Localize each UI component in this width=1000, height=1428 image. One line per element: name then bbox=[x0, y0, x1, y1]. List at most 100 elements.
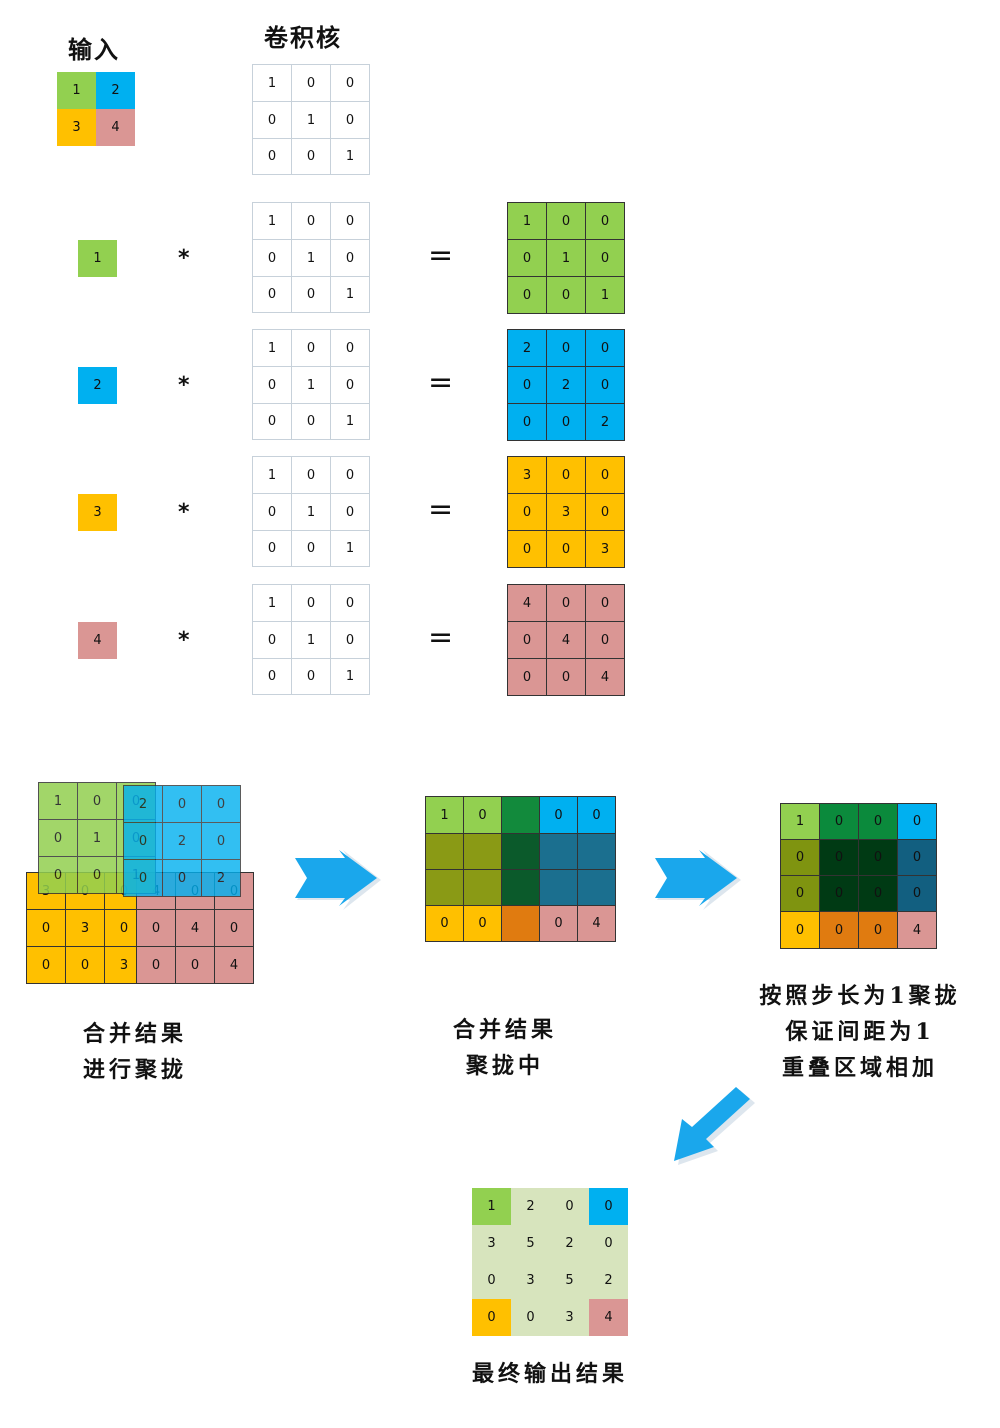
stage1-cell: 0 bbox=[176, 947, 215, 984]
result-cell: 3 bbox=[508, 457, 547, 494]
stage2-cell bbox=[540, 834, 578, 870]
stage3-cell: 0 bbox=[820, 912, 859, 949]
result-cell: 0 bbox=[508, 531, 547, 568]
stage3-cell: 0 bbox=[898, 876, 937, 912]
stage1-cell: 0 bbox=[163, 786, 202, 823]
caption-merge: 合并结果 进行聚拢 bbox=[60, 1016, 210, 1088]
kernel-cell: 0 bbox=[331, 622, 370, 659]
result-cell: 3 bbox=[547, 494, 586, 531]
stage2-cell bbox=[578, 834, 616, 870]
caption-line: 重叠区域相加 bbox=[781, 1055, 938, 1081]
stage3-cell: 1 bbox=[781, 804, 820, 840]
stage2-cell bbox=[464, 870, 502, 906]
final-cell: 4 bbox=[589, 1299, 628, 1336]
stage1-cell: 0 bbox=[39, 820, 78, 857]
stage1-cell: 0 bbox=[202, 823, 241, 860]
stage2-cell bbox=[502, 906, 540, 942]
result-cell: 1 bbox=[508, 203, 547, 240]
result-cell: 0 bbox=[586, 367, 625, 404]
kernel-cell: 1 bbox=[331, 139, 370, 175]
kernel-cell: 0 bbox=[292, 330, 331, 367]
stage2-cell bbox=[502, 834, 540, 870]
result-cell: 0 bbox=[508, 622, 547, 659]
stage1-cell: 0 bbox=[39, 857, 78, 894]
result-cell: 4 bbox=[586, 659, 625, 696]
final-cell: 3 bbox=[487, 1236, 496, 1251]
final-cell: 0 bbox=[487, 1273, 496, 1288]
caption-line: 保证间距为1 bbox=[785, 1019, 935, 1045]
kernel-cell: 1 bbox=[292, 622, 331, 659]
kernel-cell: 0 bbox=[253, 404, 292, 440]
kernel-cell: 0 bbox=[253, 367, 292, 404]
kernel-cell: 1 bbox=[253, 585, 292, 622]
input-cell: 4 bbox=[96, 109, 135, 146]
stage3-cell: 0 bbox=[781, 912, 820, 949]
stage2-cell bbox=[464, 834, 502, 870]
stage1-cell: 0 bbox=[215, 910, 254, 947]
kernel-cell: 0 bbox=[292, 277, 331, 313]
equals-operator: = bbox=[428, 238, 454, 273]
kernel-cell: 1 bbox=[331, 404, 370, 440]
caption-stride: 按照步长为1聚拢 保证间距为1 重叠区域相加 bbox=[740, 978, 980, 1086]
result-cell: 0 bbox=[586, 457, 625, 494]
stage3-cell: 0 bbox=[898, 840, 937, 876]
stage1-cell: 0 bbox=[78, 783, 117, 820]
final-cell: 0 bbox=[604, 1236, 613, 1251]
equals-operator: = bbox=[428, 620, 454, 655]
kernel-cell: 1 bbox=[253, 65, 292, 102]
result-cell: 0 bbox=[508, 659, 547, 696]
kernel-cell: 0 bbox=[331, 457, 370, 494]
result-cell: 0 bbox=[586, 330, 625, 367]
kernel-cell: 0 bbox=[331, 330, 370, 367]
stage2-cell bbox=[426, 870, 464, 906]
result-cell: 0 bbox=[547, 585, 586, 622]
kernel-cell: 1 bbox=[331, 659, 370, 695]
arrow-right-icon bbox=[295, 850, 381, 910]
caption-line: 合并结果 bbox=[82, 1021, 187, 1047]
stage1-cell: 2 bbox=[163, 823, 202, 860]
kernel-title: 卷积核 bbox=[264, 23, 342, 52]
result-cell: 2 bbox=[547, 367, 586, 404]
stage3-cell: 0 bbox=[820, 840, 859, 876]
kernel-cell: 0 bbox=[331, 240, 370, 277]
final-cell: 2 bbox=[526, 1199, 535, 1214]
result-cell: 0 bbox=[547, 659, 586, 696]
stage2-cell: 0 bbox=[464, 797, 502, 834]
stage2-cell bbox=[502, 797, 540, 834]
stage2-cell: 0 bbox=[578, 797, 616, 834]
kernel-cell: 1 bbox=[292, 367, 331, 404]
stage3-cell: 0 bbox=[820, 876, 859, 912]
caption-line: 进行聚拢 bbox=[82, 1057, 187, 1083]
kernel-cell: 0 bbox=[292, 531, 331, 567]
stage1-cell: 4 bbox=[176, 910, 215, 947]
stage3-cell: 4 bbox=[898, 912, 937, 949]
multiply-operator: * bbox=[178, 500, 190, 525]
kernel-cell: 1 bbox=[253, 330, 292, 367]
stage1-cell: 2 bbox=[124, 786, 163, 823]
result-cell: 0 bbox=[508, 277, 547, 314]
result-cell: 0 bbox=[547, 330, 586, 367]
input-element: 4 bbox=[78, 622, 117, 659]
result-cell: 2 bbox=[586, 404, 625, 441]
stage2-cell bbox=[540, 870, 578, 906]
result-cell: 0 bbox=[508, 494, 547, 531]
kernel-cell: 1 bbox=[253, 457, 292, 494]
stage2-cell: 4 bbox=[578, 906, 616, 942]
stage2-cell: 0 bbox=[540, 797, 578, 834]
result-cell: 0 bbox=[586, 494, 625, 531]
input-cell: 1 bbox=[57, 72, 96, 109]
result-cell: 2 bbox=[508, 330, 547, 367]
kernel-cell: 0 bbox=[253, 659, 292, 695]
result-cell: 0 bbox=[586, 203, 625, 240]
stage2-cell bbox=[578, 870, 616, 906]
kernel-cell: 0 bbox=[292, 659, 331, 695]
stage3-cell: 0 bbox=[781, 876, 820, 912]
arrow-down-left-icon bbox=[674, 1087, 755, 1165]
caption-final: 最终输出结果 bbox=[471, 1361, 628, 1387]
